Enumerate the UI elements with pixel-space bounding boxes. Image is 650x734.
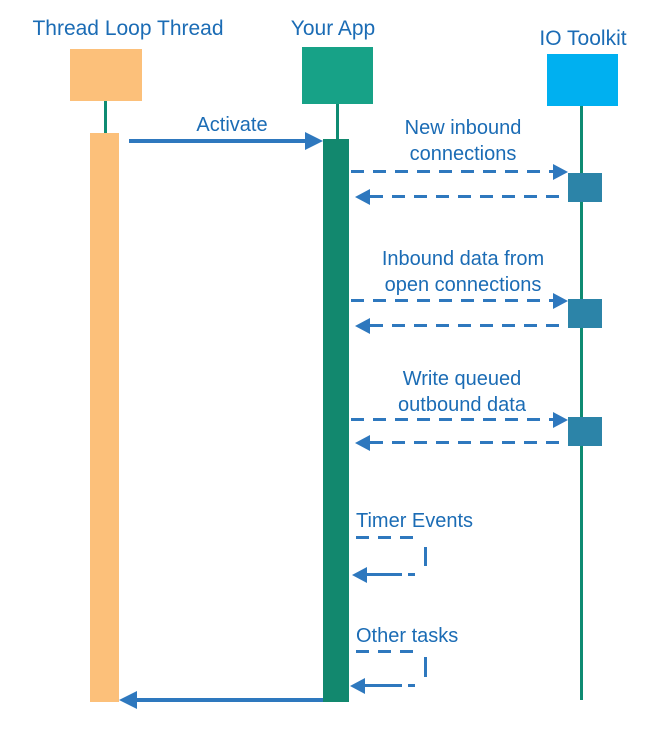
message-label-inbound-data: Inbound data from open connections bbox=[373, 246, 553, 298]
message-label-other-tasks: Other tasks bbox=[356, 625, 459, 647]
lifeline-thread-loop-thread bbox=[104, 101, 107, 134]
inbound-data-response-arrowhead-icon bbox=[355, 318, 370, 334]
execution-box-write-queued bbox=[568, 417, 602, 446]
participant-label-io-toolkit: IO Toolkit bbox=[539, 27, 627, 50]
participant-box-io-toolkit bbox=[547, 54, 618, 106]
activation-bar-your-app bbox=[323, 139, 349, 702]
inbound-data-request-line bbox=[351, 299, 553, 302]
participant-box-thread-loop-thread bbox=[70, 49, 142, 101]
write-queued-request-arrowhead-icon bbox=[553, 412, 568, 428]
write-queued-request-line bbox=[351, 418, 553, 421]
message-label-line1: Write queued bbox=[402, 368, 522, 390]
message-label-line2: open connections bbox=[384, 274, 542, 296]
message-label-line1: New inbound bbox=[404, 117, 522, 139]
timer-events-arrowhead-icon bbox=[352, 567, 367, 583]
other-tasks-return-dash bbox=[408, 684, 415, 687]
new-inbound-response-line bbox=[370, 195, 568, 198]
timer-events-return-dash bbox=[408, 573, 415, 576]
lifeline-your-app bbox=[336, 104, 339, 140]
message-label-new-inbound: New inbound connections bbox=[383, 115, 543, 167]
other-tasks-self-line-top bbox=[356, 650, 420, 653]
inbound-data-request-arrowhead-icon bbox=[553, 293, 568, 309]
execution-box-inbound-data bbox=[568, 299, 602, 328]
participant-box-your-app bbox=[302, 47, 373, 104]
message-label-line2: outbound data bbox=[398, 394, 526, 416]
new-inbound-request-arrowhead-icon bbox=[553, 164, 568, 180]
activate-arrowhead-icon bbox=[305, 132, 323, 150]
lifeline-io-toolkit bbox=[580, 106, 583, 700]
other-tasks-return-line bbox=[364, 684, 402, 687]
write-queued-response-arrowhead-icon bbox=[355, 435, 370, 451]
message-label-write-queued: Write queued outbound data bbox=[377, 366, 547, 418]
message-label-line2: connections bbox=[409, 143, 517, 165]
execution-box-new-inbound bbox=[568, 173, 602, 202]
activation-bar-thread-loop-thread bbox=[90, 133, 119, 702]
new-inbound-request-line bbox=[351, 170, 553, 173]
activate-arrow-line bbox=[129, 139, 309, 143]
other-tasks-arrowhead-icon bbox=[350, 678, 365, 694]
write-queued-response-line bbox=[370, 441, 568, 444]
message-label-timer-events: Timer Events bbox=[356, 510, 474, 532]
participant-label-thread-loop-thread: Thread Loop Thread bbox=[32, 17, 224, 40]
return-arrow-line bbox=[135, 698, 323, 702]
return-arrowhead-icon bbox=[119, 691, 137, 709]
other-tasks-self-line-vertical bbox=[424, 657, 427, 677]
new-inbound-response-arrowhead-icon bbox=[355, 189, 370, 205]
message-label-line1: Inbound data from bbox=[381, 248, 545, 270]
timer-events-self-line-top bbox=[356, 536, 420, 539]
timer-events-self-line-vertical bbox=[424, 547, 427, 566]
message-label-activate: Activate bbox=[196, 114, 268, 136]
timer-events-return-line bbox=[366, 573, 402, 576]
participant-label-your-app: Your App bbox=[290, 17, 376, 40]
inbound-data-response-line bbox=[370, 324, 568, 327]
